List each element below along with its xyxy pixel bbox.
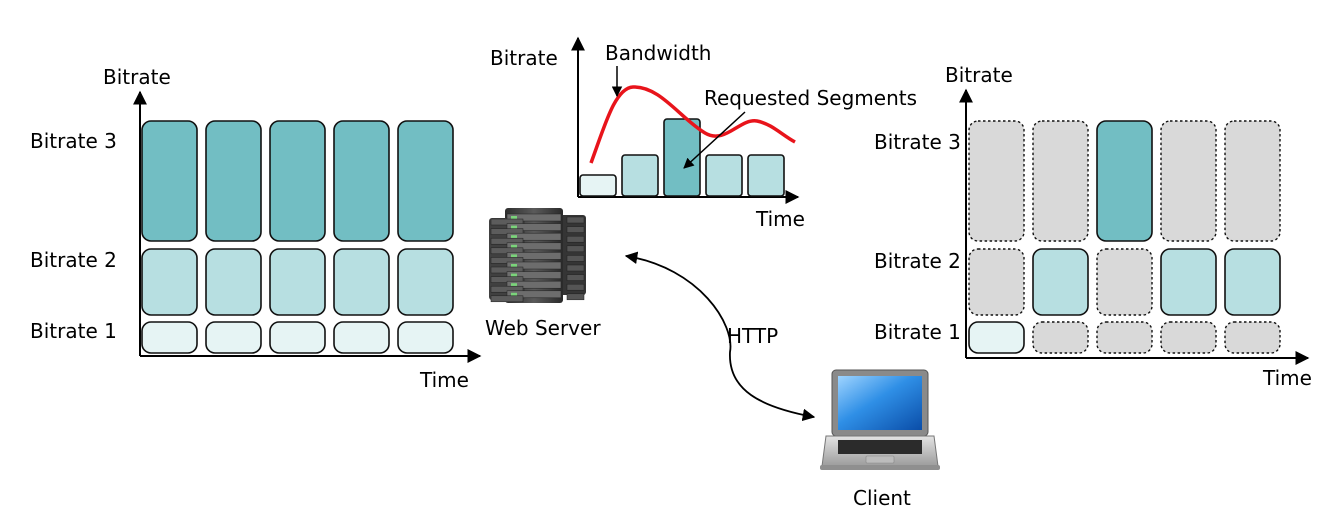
client-unselected-segment-b3-5	[1224, 120, 1281, 242]
server-segment-b3-4	[333, 120, 390, 242]
requested-segments-label: Requested Segments	[704, 86, 917, 110]
requested-segment-bar-1	[579, 174, 617, 197]
client-unselected-segment-b3-2	[1032, 120, 1089, 242]
server-rack-icon: Web Server	[485, 208, 601, 340]
server-segment-b1-4	[333, 321, 390, 354]
server-segment-b3-2	[205, 120, 262, 242]
server-segment-b3-1	[141, 120, 198, 242]
requested-segment-bar-3	[663, 118, 701, 197]
server-segment-b1-5	[397, 321, 454, 354]
server-segment-b3-3	[269, 120, 326, 242]
client-selected-segment-b1-1	[968, 321, 1025, 354]
requested-segments-chart: Bitrate Time Bandwidth Requested Segment…	[490, 36, 917, 231]
server-segments-chart: Bitrate Time Bitrate 3 Bitrate 2 Bitrate…	[30, 65, 482, 392]
server-segment-b3-5	[397, 120, 454, 242]
requested-segment-bar-4	[705, 154, 743, 197]
mini-segment-bars	[579, 118, 785, 197]
requested-segment-bar-2	[621, 154, 659, 197]
server-segment-b1-2	[205, 321, 262, 354]
server-segment-b2-5	[397, 248, 454, 316]
client-row-label-bitrate-2: Bitrate 2	[874, 249, 961, 273]
server-row-label-bitrate-3: Bitrate 3	[30, 129, 117, 153]
client-selected-segment-b2-2	[1032, 248, 1089, 316]
bandwidth-label: Bandwidth	[605, 41, 711, 65]
client-segments-chart: Bitrate Time Bitrate 3 Bitrate 2 Bitrate…	[874, 63, 1312, 390]
requested-segments-pointer-arrow	[683, 111, 746, 169]
client-selected-segment-b2-5	[1224, 248, 1281, 316]
client-selected-segment-b3-3	[1096, 120, 1153, 242]
server-segment-b2-3	[269, 248, 326, 316]
server-label: Web Server	[485, 316, 601, 340]
http-connection-arrow	[624, 251, 816, 422]
server-segment-b1-1	[141, 321, 198, 354]
client-segment-grid	[968, 120, 1281, 354]
server-segment-b2-2	[205, 248, 262, 316]
server-y-axis-label: Bitrate	[103, 65, 171, 89]
client-row-label-bitrate-1: Bitrate 1	[874, 320, 961, 344]
server-segment-b2-4	[333, 248, 390, 316]
client-unselected-segment-b3-4	[1160, 120, 1217, 242]
client-row-label-bitrate-3: Bitrate 3	[874, 130, 961, 154]
requested-segment-bar-5	[747, 154, 785, 197]
client-unselected-segment-b1-2	[1032, 321, 1089, 354]
mini-y-axis-label: Bitrate	[490, 46, 558, 70]
client-unselected-segment-b3-1	[968, 120, 1025, 242]
server-x-axis-label: Time	[419, 368, 469, 392]
client-unselected-segment-b1-3	[1096, 321, 1153, 354]
client-x-axis-label: Time	[1262, 366, 1312, 390]
server-segment-b1-3	[269, 321, 326, 354]
client-y-axis-label: Bitrate	[945, 63, 1013, 87]
server-segment-b2-1	[141, 248, 198, 316]
client-label: Client	[853, 486, 911, 510]
client-unselected-segment-b1-5	[1224, 321, 1281, 354]
mini-x-axis-label: Time	[755, 207, 805, 231]
laptop-icon: Client	[820, 369, 940, 510]
bandwidth-curve	[589, 85, 796, 164]
http-label: HTTP	[727, 324, 778, 348]
server-segment-grid	[141, 120, 454, 354]
client-unselected-segment-b2-3	[1096, 248, 1153, 316]
server-row-label-bitrate-1: Bitrate 1	[30, 319, 117, 343]
client-selected-segment-b2-4	[1160, 248, 1217, 316]
server-row-label-bitrate-2: Bitrate 2	[30, 248, 117, 272]
client-unselected-segment-b2-1	[968, 248, 1025, 316]
client-unselected-segment-b1-4	[1160, 321, 1217, 354]
